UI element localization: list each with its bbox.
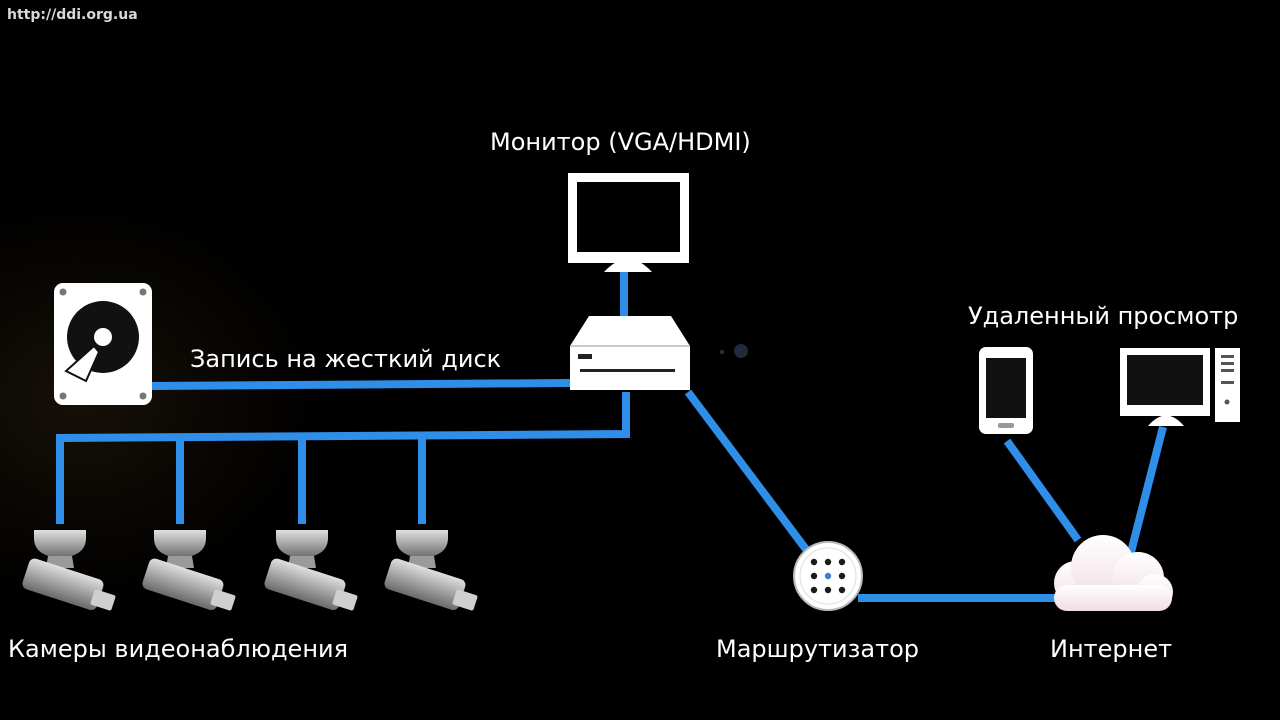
- desktop-pc-icon: [1120, 348, 1240, 426]
- camera-icon-3: [264, 530, 358, 611]
- monitor-icon: [568, 173, 689, 272]
- camera-icon-4: [384, 530, 478, 611]
- dvr-icon: [570, 316, 690, 390]
- background-speck: [734, 344, 748, 358]
- camera-icon-2: [142, 530, 236, 611]
- link-hdd-dvr: [149, 379, 571, 390]
- tablet-icon: [979, 347, 1033, 434]
- connection-lines: [56, 272, 1167, 602]
- cloud-icon: [1054, 535, 1173, 611]
- link-tablet-internet: [1003, 438, 1082, 543]
- link-dvr-cameras-bus: [56, 392, 630, 524]
- internet-label: Интернет: [1050, 635, 1173, 663]
- router-icon: [793, 541, 863, 611]
- monitor-label: Монитор (VGA/HDMI): [490, 128, 751, 156]
- link-dvr-router: [684, 389, 812, 555]
- camera-icon-1: [22, 530, 116, 611]
- remote-view-label: Удаленный просмотр: [968, 302, 1239, 330]
- watermark-url: http://ddi.org.ua: [7, 7, 138, 23]
- hdd-record-label: Запись на жесткий диск: [190, 345, 502, 373]
- background-speck: [720, 350, 724, 354]
- link-pc-internet: [1126, 426, 1167, 557]
- hard-disk-icon: [54, 283, 152, 405]
- cameras-label: Камеры видеонаблюдения: [8, 635, 349, 663]
- router-label: Маршрутизатор: [716, 635, 919, 663]
